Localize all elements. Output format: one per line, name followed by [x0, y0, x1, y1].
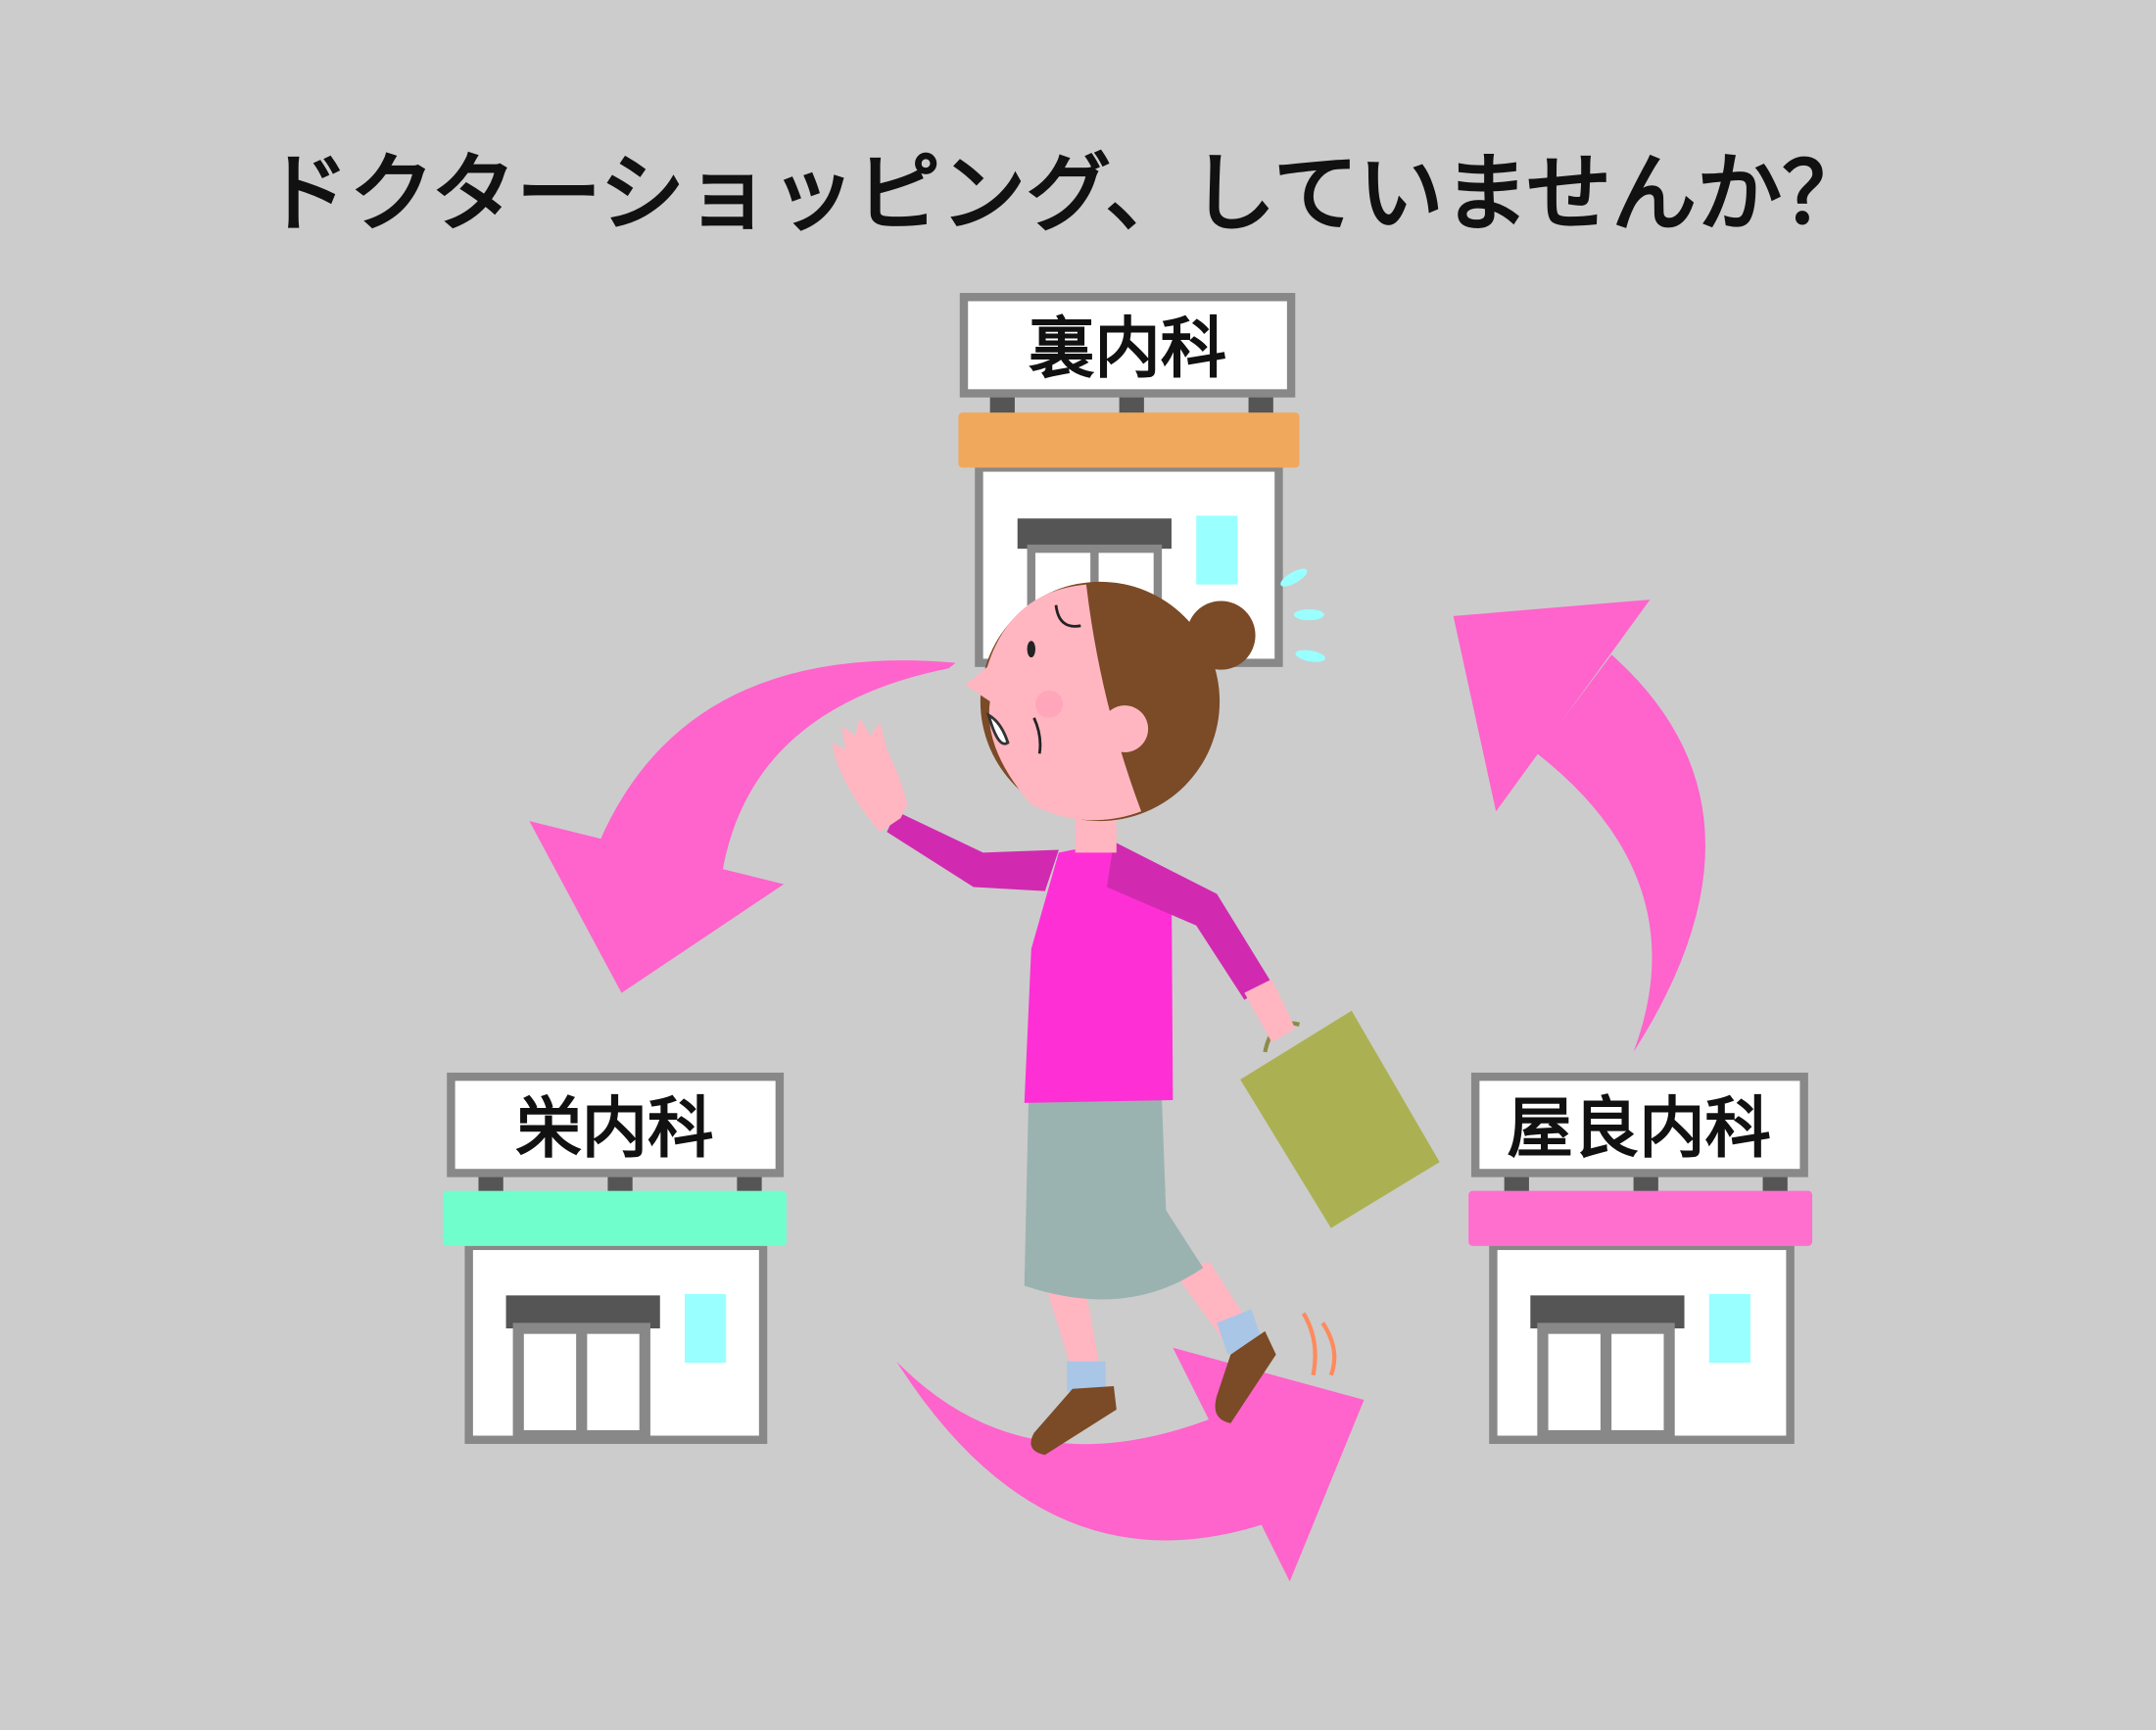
- arrow-right: [1453, 600, 1705, 1052]
- awning: [958, 412, 1300, 468]
- clinic-sign-label: 屋良内科: [1507, 1089, 1770, 1167]
- page-title: ドクターショッピング、していませんか？: [264, 143, 1867, 243]
- shoe: [1215, 1330, 1276, 1423]
- skirt: [1024, 1100, 1204, 1300]
- sweat-drops: [1280, 568, 1325, 662]
- hand: [832, 717, 908, 833]
- clinic-sign-label: 栄内科: [515, 1089, 713, 1167]
- cycle-arrows: [529, 600, 1705, 1582]
- arrow-left: [529, 660, 956, 993]
- shirt: [1024, 841, 1174, 1103]
- shopping-bag: [1240, 1010, 1440, 1228]
- clinic-sign-label: 裏内科: [1029, 310, 1226, 387]
- shoe: [1030, 1386, 1117, 1456]
- awning: [1468, 1190, 1813, 1246]
- clinic-right: 屋良内科: [1468, 1072, 1813, 1444]
- woman-figure: [832, 568, 1440, 1456]
- awning: [442, 1190, 787, 1246]
- clinic-left: 栄内科: [442, 1072, 787, 1444]
